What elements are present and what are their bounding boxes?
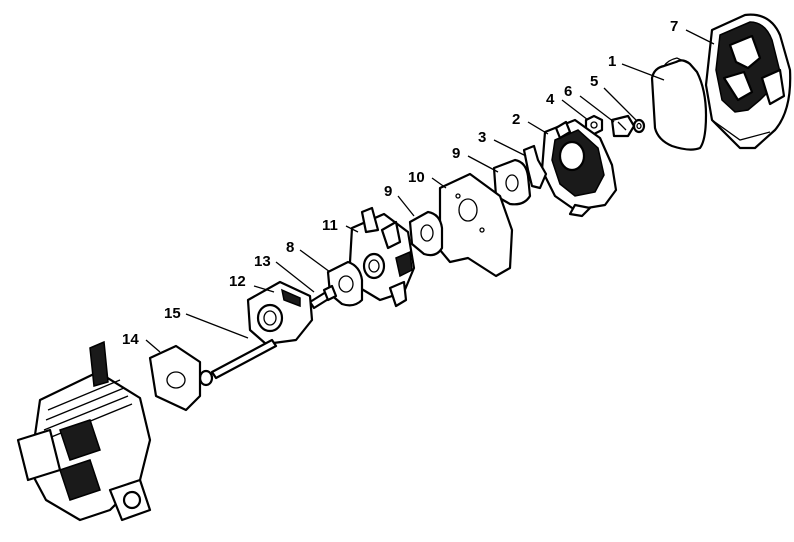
- leader-3: [493, 139, 527, 157]
- part-air-filter-cover[interactable]: [704, 13, 792, 150]
- callout-10: 10: [408, 169, 425, 186]
- callout-6: 6: [564, 83, 572, 100]
- callout-4: 4: [546, 91, 555, 108]
- callout-3: 3: [478, 129, 486, 146]
- part-engine[interactable]: [16, 340, 152, 522]
- part-gasket-8[interactable]: [326, 260, 364, 307]
- part-washer[interactable]: [632, 118, 646, 134]
- leader-2: [527, 121, 549, 135]
- part-intake-manifold[interactable]: [246, 280, 314, 346]
- callout-12: 12: [229, 273, 246, 290]
- part-air-filter[interactable]: [650, 57, 708, 151]
- part-gasket-lower[interactable]: [408, 210, 444, 257]
- callout-7: 7: [670, 18, 678, 35]
- leader-6: [579, 95, 615, 123]
- part-gasket-upper[interactable]: [492, 158, 532, 206]
- leader-lines: [145, 29, 715, 353]
- part-clip[interactable]: [610, 114, 636, 138]
- callout-9-lower: 9: [384, 183, 392, 200]
- leader-13: [275, 261, 315, 293]
- part-long-bolt[interactable]: [198, 338, 278, 387]
- callout-5: 5: [590, 73, 598, 90]
- callout-8: 8: [286, 239, 294, 256]
- callout-15: 15: [164, 305, 181, 322]
- part-screw[interactable]: [308, 284, 338, 310]
- leader-7: [685, 29, 715, 45]
- callout-11: 11: [322, 217, 338, 234]
- callout-1: 1: [608, 53, 616, 70]
- callout-9-upper: 9: [452, 145, 460, 162]
- leader-10: [431, 177, 447, 189]
- part-lever[interactable]: [522, 144, 548, 190]
- part-filter-base[interactable]: [540, 118, 618, 218]
- leader-1: [621, 63, 665, 81]
- part-gasket-14[interactable]: [148, 344, 202, 412]
- callout-14: 14: [122, 331, 139, 348]
- leader-4: [561, 99, 589, 121]
- leader-9b: [397, 195, 415, 217]
- leader-15: [185, 313, 249, 339]
- callouts: 7 1 5 6 4 2 3 9 10 9 11 8 13 12 15 14: [122, 18, 678, 348]
- part-plate[interactable]: [438, 172, 514, 278]
- leader-9a: [467, 155, 499, 173]
- callout-13: 13: [254, 253, 271, 270]
- leader-8: [299, 249, 331, 273]
- leader-12: [253, 285, 275, 293]
- leader-5: [603, 87, 637, 121]
- leader-11: [345, 225, 359, 233]
- callout-2: 2: [512, 111, 520, 128]
- leader-14: [145, 339, 161, 353]
